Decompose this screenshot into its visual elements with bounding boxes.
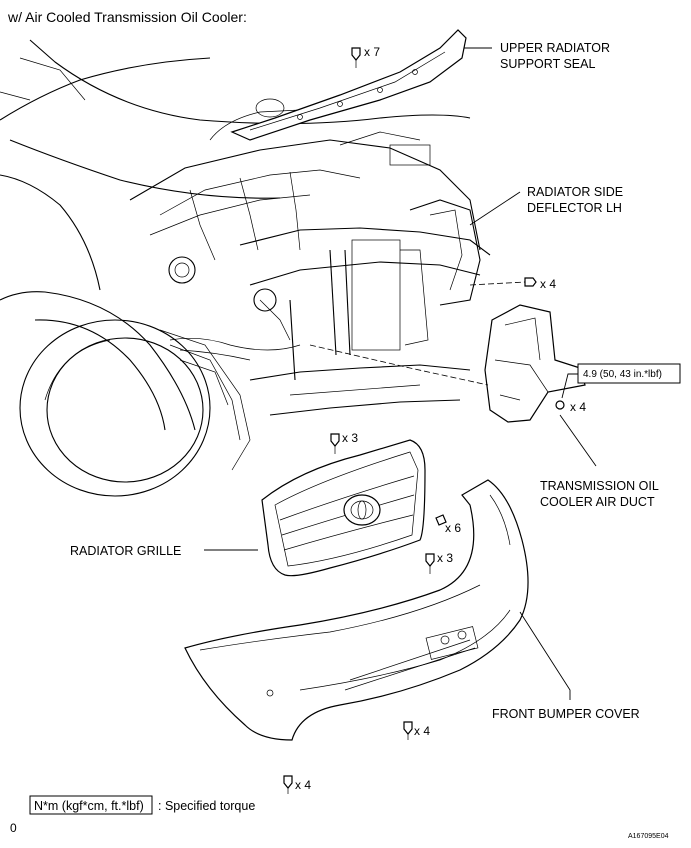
front-bumper-cover-part (184, 479, 529, 741)
grille-clip-icon (330, 433, 340, 454)
deflector-clip-guide (469, 281, 526, 286)
trans-duct-leader (559, 414, 597, 467)
trans-duct-label-line1: TRANSMISSION OIL (540, 479, 659, 493)
upper-seal-label-line2: SUPPORT SEAL (500, 57, 595, 71)
grille-clips-qty: x 3 (342, 431, 358, 445)
figure-id: A167095E04 (628, 833, 669, 840)
duct-bolt-icon (555, 400, 565, 410)
upper-seal-label-line1: UPPER RADIATOR (500, 41, 610, 55)
diagram-title: w/ Air Cooled Transmission Oil Cooler: (7, 9, 247, 25)
torque-leader (561, 373, 578, 399)
vehicle-body-drawing (0, 39, 491, 497)
torque-spec-value: 4.9 (50, 43 in.*lbf) (583, 369, 662, 380)
side-deflector-label-line1: RADIATOR SIDE (527, 185, 623, 199)
bumper-top-clip-icon (425, 553, 435, 574)
bumper-bottom-clip-icon (283, 775, 293, 794)
side-deflector-label-line2: DEFLECTOR LH (527, 201, 622, 215)
legend-box-text: N*m (kgf*cm, ft.*lbf) (34, 799, 144, 813)
page-marker: 0 (10, 821, 17, 835)
radiator-grille-part (261, 439, 426, 577)
torque-spec-box (577, 363, 681, 384)
bumper-bottom-clips-qty: x 4 (295, 778, 311, 792)
duct-guide (309, 344, 489, 386)
duct-bolts-qty: x 4 (570, 400, 586, 414)
side-deflector-leader (469, 191, 521, 226)
seal-clips-qty: x 7 (364, 45, 380, 59)
bumper-screws-qty: x 6 (445, 521, 461, 535)
seal-clip-icon (351, 47, 361, 68)
bumper-lower-clip-icon (403, 721, 413, 740)
legend-description: : Specified torque (158, 799, 255, 813)
front-bumper-label: FRONT BUMPER COVER (492, 707, 640, 721)
bumper-screw-icon (435, 514, 447, 526)
bumper-lower-clips-qty: x 4 (414, 724, 430, 738)
radiator-grille-label: RADIATOR GRILLE (70, 544, 181, 558)
trans-duct-label-line2: COOLER AIR DUCT (540, 495, 655, 509)
legend-torque-box (29, 795, 153, 815)
bumper-top-clips-qty: x 3 (437, 551, 453, 565)
transmission-oil-cooler-air-duct-part (484, 304, 586, 423)
deflector-clip-icon (524, 277, 537, 287)
bumper-leader (519, 611, 571, 700)
upper-radiator-support-seal-part (230, 29, 467, 141)
deflector-clips-qty: x 4 (540, 277, 556, 291)
